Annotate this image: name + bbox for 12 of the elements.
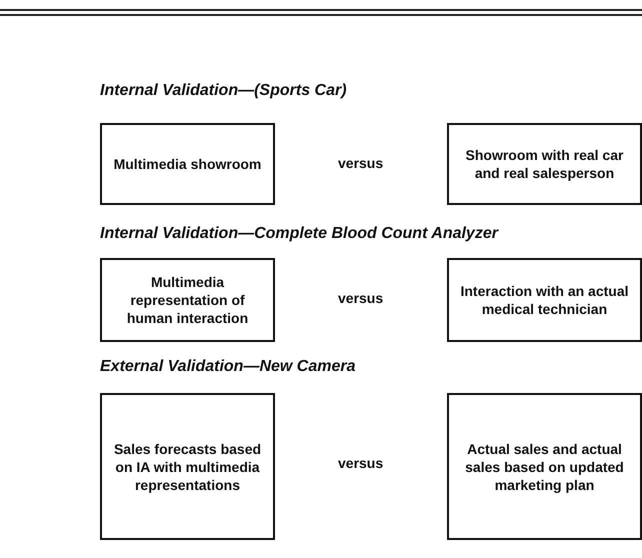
comparison-label: versus — [338, 155, 384, 171]
comparison-label: versus — [338, 290, 384, 306]
text-box: Multimedia showroom — [100, 123, 275, 205]
text-box: Multimedia representation of human interaction — [100, 258, 275, 342]
comparison-label: versus — [338, 455, 384, 471]
text-box: Interaction with an actual medical technician — [447, 258, 642, 342]
text-box: Showroom with real car and real salesperson — [447, 123, 642, 205]
section-heading: External Validation—New Camera — [100, 358, 356, 376]
section-heading: Internal Validation—Complete Blood Count Analyzer — [100, 225, 498, 243]
text-box: Sales forecasts based on IA with multimedia representations — [100, 393, 275, 540]
text-box: Actual sales and actual sales based on updated marketing plan — [447, 393, 642, 540]
section-heading: Internal Validation—(Sports Car) — [100, 82, 347, 100]
